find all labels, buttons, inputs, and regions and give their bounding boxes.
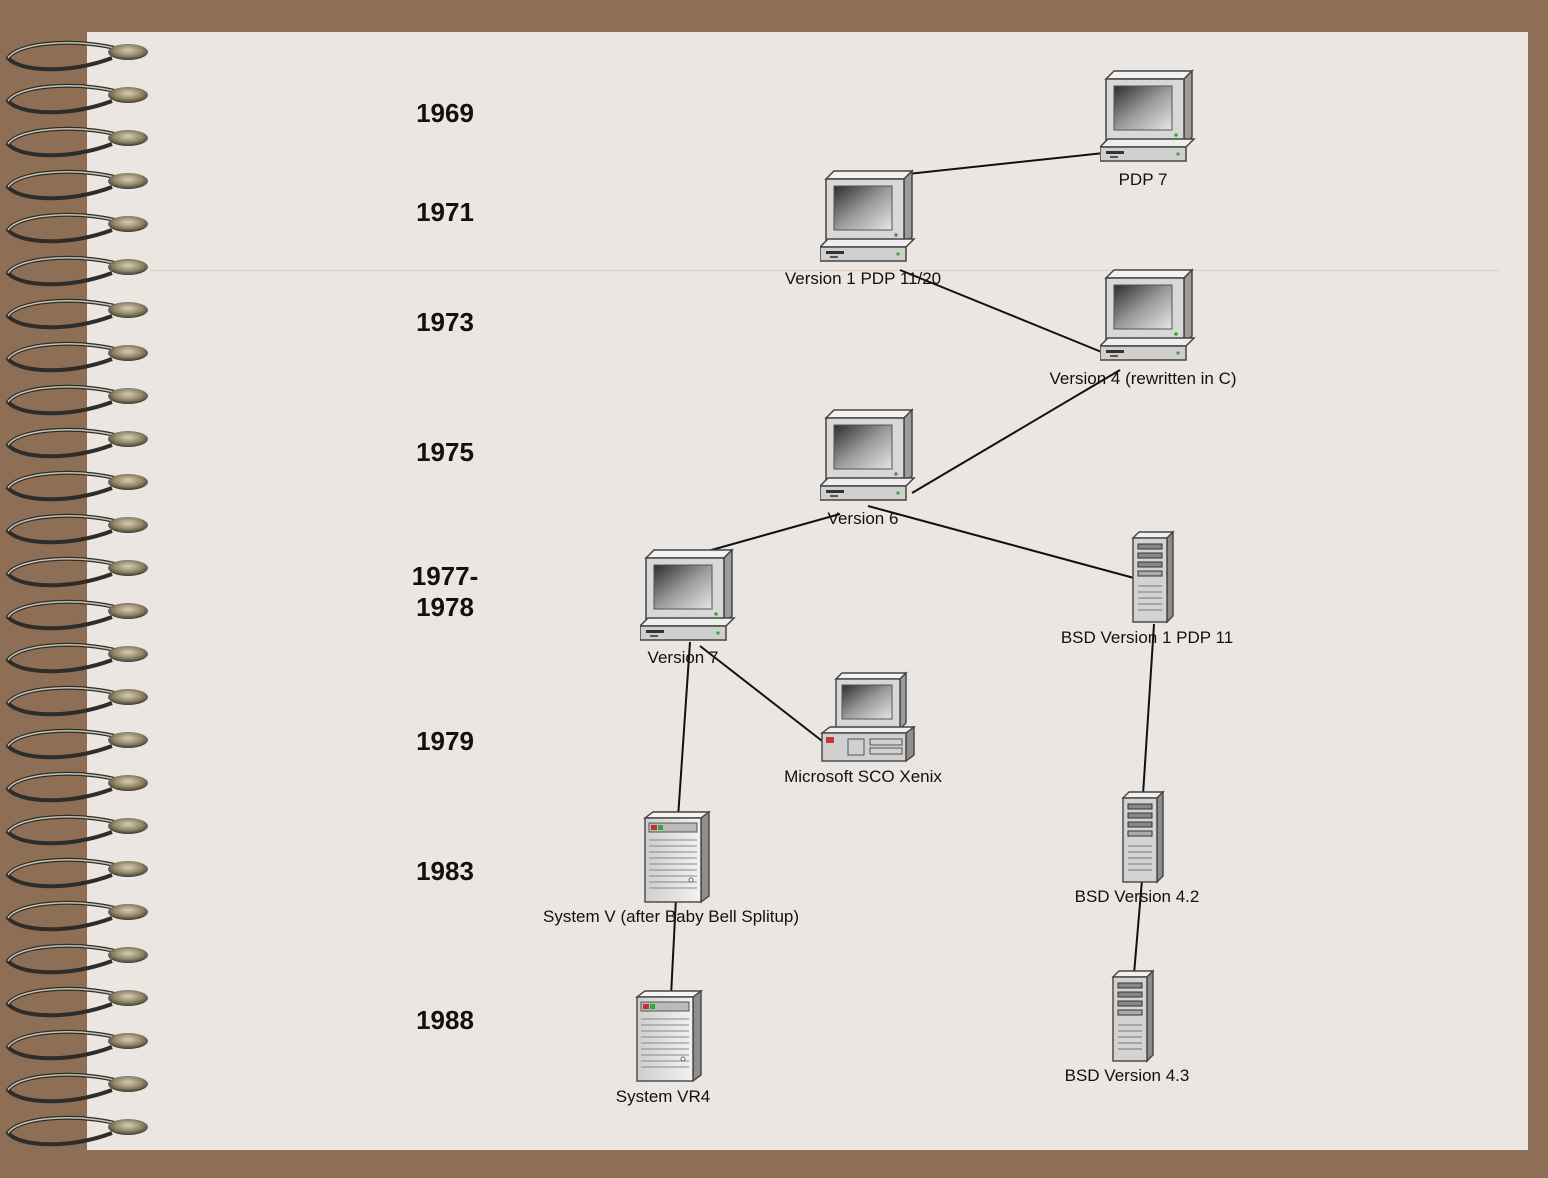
node-label-bsd43: BSD Version 4.3 [1064,1066,1190,1085]
node-label-v1: Version 1 PDP 11/20 [784,269,942,288]
year-label-1977-1978: 1977- 1978 [411,561,479,622]
edge-bsd42-to-bsd43 [1133,879,1143,975]
edge-bsd1-to-bsd42 [1142,623,1155,796]
node-label-bsd42: BSD Version 4.2 [1074,887,1200,906]
node-label-vr4: System VR4 [615,1087,711,1106]
workstation-icon [1098,268,1196,369]
year-label-1983: 1983 [416,856,474,886]
node-label-v6: Version 6 [827,509,899,528]
edge-v6-to-bsd1 [867,505,1135,579]
page-rule-line [150,270,1500,271]
edge-v7-to-sysv [677,641,691,819]
edge-v1-to-v4 [899,269,1105,354]
edge-v4-to-v6 [911,369,1121,494]
workstation-icon [638,548,736,649]
desktop-pc-icon [819,671,917,770]
year-label-1969: 1969 [416,98,474,128]
year-label-1979: 1979 [416,726,474,756]
workstation-icon [818,169,916,270]
node-label-v4: Version 4 (rewritten in C) [1049,369,1237,388]
year-label-1973: 1973 [416,307,474,337]
spiral-binding-icon [5,40,148,1147]
year-label-1988: 1988 [416,1005,474,1035]
node-label-sysv: System V (after Baby Bell Splitup) [542,907,800,926]
workstation-icon [818,408,916,509]
edge-sysv-to-vr4 [670,897,677,997]
tower-server-icon [1109,969,1155,1068]
year-label-1975: 1975 [416,437,474,467]
workstation-icon [1098,69,1196,170]
tower-server-icon [1119,790,1165,889]
notebook-page [87,32,1528,1150]
server-icon [641,810,712,909]
year-label-1971: 1971 [416,197,474,227]
edge-v7-to-xenix [699,645,827,745]
node-label-xenix: Microsoft SCO Xenix [784,767,942,786]
edge-v6-to-v7 [689,513,841,557]
node-label-bsd1: BSD Version 1 PDP 11 [1060,628,1234,647]
tower-server-icon [1129,530,1175,629]
node-label-v7: Version 7 [647,648,719,667]
node-label-pdp7: PDP 7 [1118,170,1168,189]
server-icon [633,989,704,1088]
